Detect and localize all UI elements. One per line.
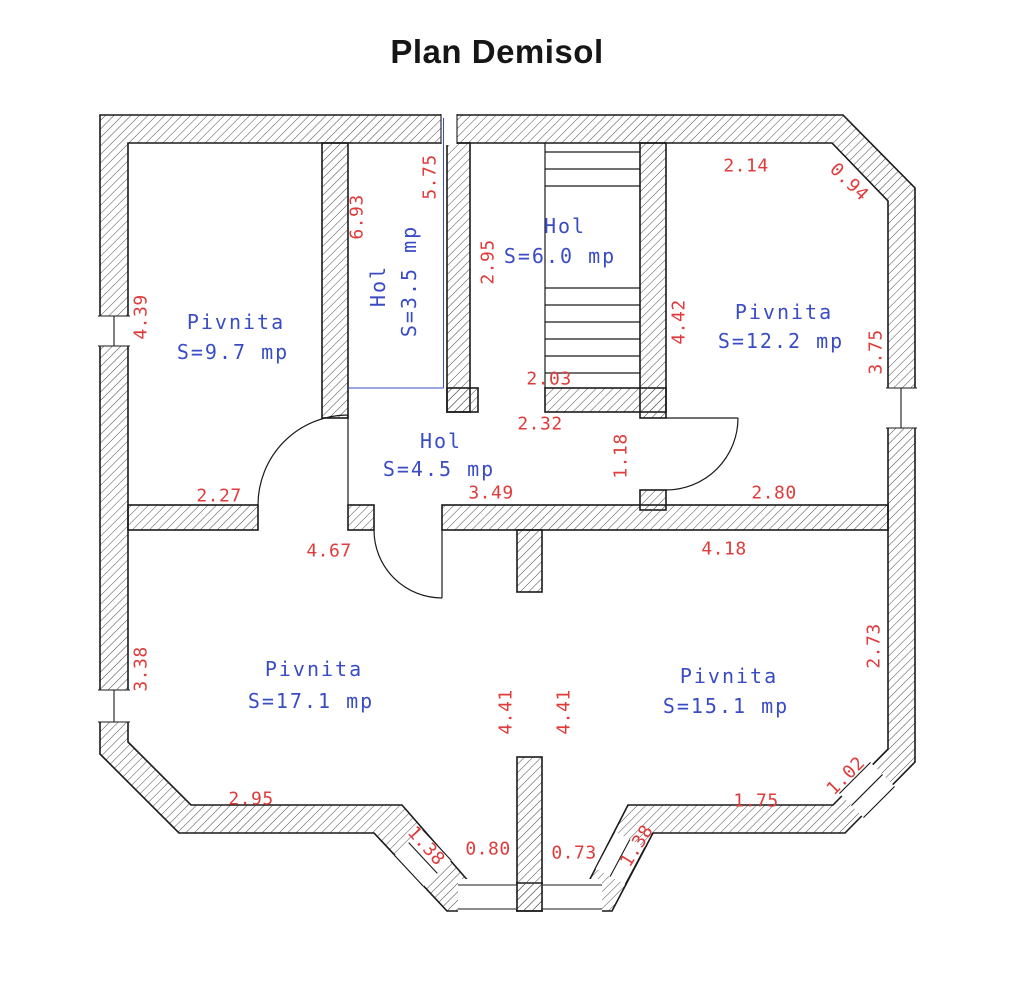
dimension-label: 2.14: [723, 155, 769, 177]
window-entrance-left-diagonal: [394, 829, 452, 887]
room-area-label: S=15.1 mp: [662, 694, 790, 718]
dimension-label: 3.75: [865, 329, 887, 375]
door-arcs: [257, 414, 739, 599]
dimension-label: 4.41: [553, 689, 575, 735]
room-name-label: Pivnita: [734, 300, 834, 324]
window-right: [886, 387, 917, 429]
door-arc-pivnita-12-2: [665, 417, 739, 491]
room-area-label: S=4.5 mp: [382, 457, 496, 481]
corridor-guide-lines: [348, 118, 444, 389]
entrance-door-gap-left: [458, 879, 516, 915]
dimension-label: 2.32: [517, 413, 563, 435]
dimension-label: 0.73: [551, 842, 597, 864]
room-name-label: Hol: [419, 429, 463, 453]
window-left-upper: [98, 315, 130, 347]
dimension-label: 4.67: [306, 540, 352, 562]
dimension-label: 4.18: [701, 538, 747, 560]
stair-treads: [545, 151, 640, 374]
dimension-label: 2.73: [863, 623, 885, 669]
window-entrance-right-diagonal: [594, 831, 646, 885]
dimension-label: 2.03: [526, 368, 572, 390]
room-area-label: S=3.5 mp: [397, 224, 421, 338]
door-arc-pivnita-17-1: [373, 529, 443, 599]
dimension-label: 4.39: [130, 294, 152, 340]
dimension-label: 4.41: [495, 689, 517, 735]
room-area-label: S=6.0 mp: [503, 244, 617, 268]
room-name-label: Hol: [543, 214, 587, 238]
door-arc-pivnita-9-7: [257, 414, 349, 506]
top-wall-gap: [440, 113, 458, 145]
window-chamfer-bottom-right: [839, 762, 895, 818]
dimension-label: 2.27: [196, 485, 242, 507]
room-name-label: Hol: [366, 264, 390, 308]
room-name-label: Pivnita: [264, 657, 364, 681]
room-name-label: Pivnita: [186, 310, 286, 334]
dimension-label: 2.80: [751, 482, 797, 504]
dimension-label: 3.49: [468, 482, 514, 504]
dimension-label: 4.42: [668, 299, 690, 345]
staircase: [544, 143, 640, 388]
room-area-label: S=17.1 mp: [247, 689, 375, 713]
room-area-label: S=9.7 mp: [176, 340, 290, 364]
room-area-label: S=12.2 mp: [717, 329, 845, 353]
dimension-label: 0.80: [465, 838, 511, 860]
dimension-label: 6.93: [346, 194, 368, 240]
plan-title: Plan Demisol: [390, 33, 604, 70]
entrance-door-gap-right: [543, 879, 602, 915]
dimension-label: 2.95: [477, 239, 499, 285]
dimension-label: 2.95: [228, 788, 274, 810]
dimension-label: 3.38: [130, 646, 152, 692]
interior-walls: [127, 142, 889, 912]
room-name-label: Pivnita: [679, 664, 779, 688]
dimension-label: 1.18: [610, 433, 632, 479]
dimension-label: 5.75: [419, 154, 441, 200]
window-openings: [98, 113, 917, 915]
window-left-lower: [98, 689, 130, 723]
dimension-label: 1.75: [733, 790, 779, 812]
